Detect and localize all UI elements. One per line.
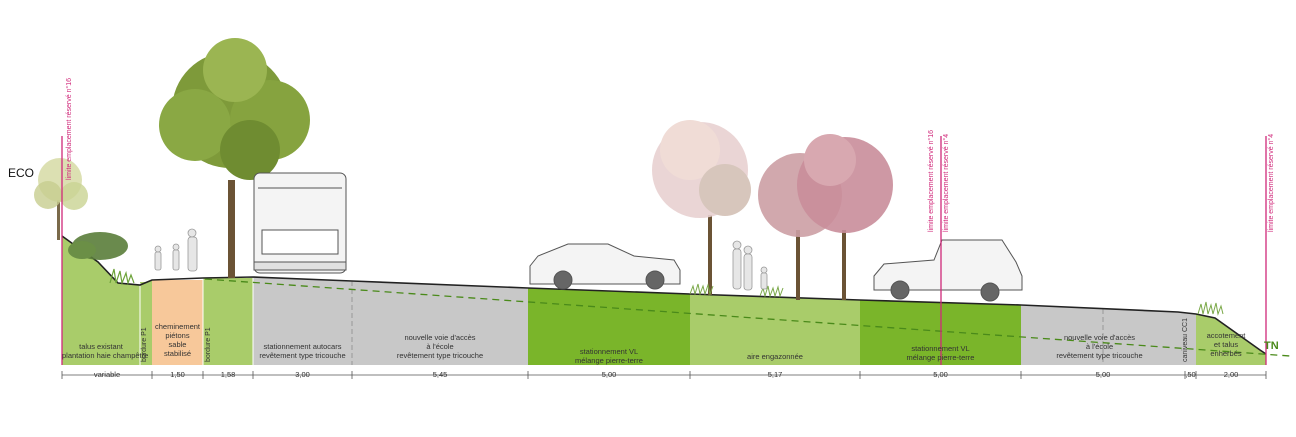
zone-label-line: mélange pierre-terre [575, 356, 643, 365]
limit-label-center-b: limite emplacement réservé n°4 [943, 133, 950, 232]
zone-label-line: revêtement type tricouche [1056, 351, 1143, 360]
zone-label-stationnement-vl-1: stationnement VL mélange pierre-terre [528, 347, 690, 365]
zone-label-line: nouvelle voie d'accès [404, 333, 476, 342]
vehicles [253, 172, 1023, 302]
dimension-text: ,50 [1185, 370, 1196, 379]
zone-voie-1 [352, 281, 528, 365]
dimension-text: 5,00 [601, 370, 617, 379]
zone-label-line: mélange pierre-terre [906, 353, 975, 362]
zone-label-line: stationnement VL [911, 344, 970, 353]
vegetation [34, 38, 1224, 316]
zone-label-line: piétons [165, 331, 190, 340]
zone-label-voie-1: nouvelle voie d'accès à l'école revêteme… [352, 333, 528, 360]
zone-caniveau [1178, 312, 1196, 365]
dimension-text: 5,45 [432, 370, 448, 379]
zone-label-line: stabilisé [163, 349, 192, 358]
tn-dashed-line [204, 278, 1291, 357]
zone-label-stationnement-vl-2: stationnement VL mélange pierre-terre [860, 344, 1021, 362]
zone-separators [139, 277, 1104, 365]
zone-label-line: sable [168, 340, 187, 349]
zone-label-line: à l'école [1085, 342, 1114, 351]
limit-lines [61, 136, 1267, 365]
zone-label-line: plantation haie champêtre [62, 351, 149, 360]
dimension-text: 5,00 [1095, 370, 1111, 379]
dimension-text: 1,50 [170, 370, 185, 379]
zone-label-bordure-2: bordure P1 [205, 327, 212, 362]
dimension-text: 2,00 [1223, 370, 1239, 379]
zone-accotement [1196, 314, 1266, 365]
zone-stationnement-autocars [253, 277, 352, 365]
zone-label-line: nouvelle voie d'accès [1063, 333, 1136, 342]
zone-aire-engazonnee [690, 294, 860, 365]
zone-talus [62, 236, 152, 365]
ground-line [61, 235, 1267, 355]
tn-label: TN [1264, 340, 1279, 352]
zone-voie-2 [1021, 305, 1178, 365]
dimension-text: 5,00 [933, 370, 948, 379]
zone-bordure-1 [140, 282, 152, 365]
zone-cheminement [152, 280, 203, 365]
zone-label-line: cheminement [154, 322, 201, 331]
zone-stationnement-vl-1 [528, 288, 690, 365]
zone-label-line: revêtement type tricouche [396, 351, 484, 360]
dimension-text: 3,00 [295, 370, 310, 379]
zone-label-line: et talus [1213, 340, 1239, 349]
people-figures [154, 228, 768, 291]
zone-label-voie-2: nouvelle voie d'accès à l'école revêteme… [1021, 333, 1178, 360]
zone-label-line: revêtement type tricouche [259, 351, 346, 360]
zone-label-line: enherbés [1210, 349, 1242, 358]
zone-label-line: stationnement VL [579, 347, 639, 356]
zone-label-bordure-1: bordure P1 [141, 327, 148, 362]
dimension-text: variable [93, 370, 121, 379]
eco-label: ECO [8, 166, 35, 180]
limit-label-center-a: limite emplacement réservé n°16 [928, 129, 935, 232]
limit-label-right: limite emplacement réservé n°4 [1268, 133, 1275, 232]
zone-label-line: talus existant [79, 342, 123, 351]
zone-label-line: stationnement autocars [263, 342, 342, 351]
zone-label-talus: talus existant plantation haie champêtre [62, 342, 149, 360]
zone-label-line: aire engazonnée [747, 352, 803, 361]
zone-label-cheminement: cheminement piétons sable stabilisé [152, 322, 203, 358]
dimension-line [61, 371, 1267, 379]
zone-label-line: à l'école [426, 342, 454, 351]
dimension-text: 1,58 [220, 370, 236, 379]
zone-label-caniveau: caniveau CC1 [1182, 318, 1189, 362]
zone-label-aire-engazonnee: aire engazonnée [690, 352, 860, 361]
zone-blocks [62, 236, 1266, 365]
zone-label-stationnement-autocars: stationnement autocars revêtement type t… [253, 342, 352, 360]
dimension-text: 5,17 [767, 370, 783, 379]
zone-label-line: accotement [1206, 331, 1246, 340]
zone-label-accotement: accotement et talus enherbés [1196, 331, 1256, 358]
zone-bordure-2 [203, 278, 253, 365]
limit-label-left: limite emplacement réservé n°16 [66, 77, 73, 180]
